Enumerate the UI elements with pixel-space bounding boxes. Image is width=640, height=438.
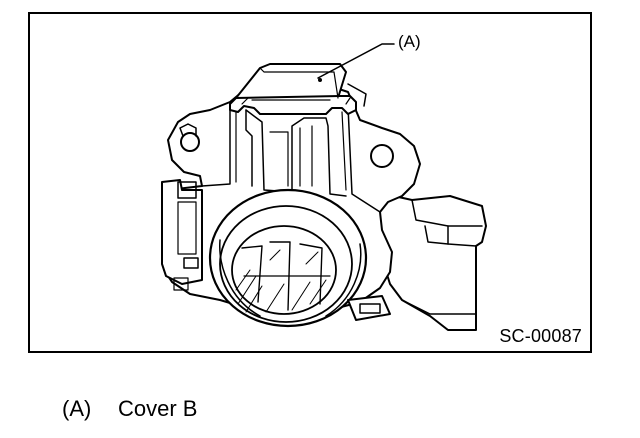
callout-leader-line bbox=[317, 43, 395, 79]
round-sensor-body bbox=[208, 188, 368, 328]
right-connector-block bbox=[364, 193, 487, 331]
left-connector bbox=[161, 179, 203, 291]
legend-text: Cover B bbox=[118, 396, 198, 421]
figure-frame: (A) SC-00087 bbox=[28, 12, 592, 353]
lower-tab bbox=[347, 295, 391, 321]
legend-item: (A) Cover B bbox=[62, 396, 197, 422]
left-mount-hole bbox=[180, 132, 200, 152]
figure-code: SC-00087 bbox=[499, 326, 582, 346]
callout-label-a: (A) bbox=[398, 32, 421, 51]
central-channel bbox=[245, 109, 347, 197]
legend-ref: (A) bbox=[62, 396, 92, 421]
right-mount-hole bbox=[370, 144, 394, 168]
sensor-assembly-drawing bbox=[161, 43, 487, 331]
cover-b bbox=[229, 63, 367, 115]
